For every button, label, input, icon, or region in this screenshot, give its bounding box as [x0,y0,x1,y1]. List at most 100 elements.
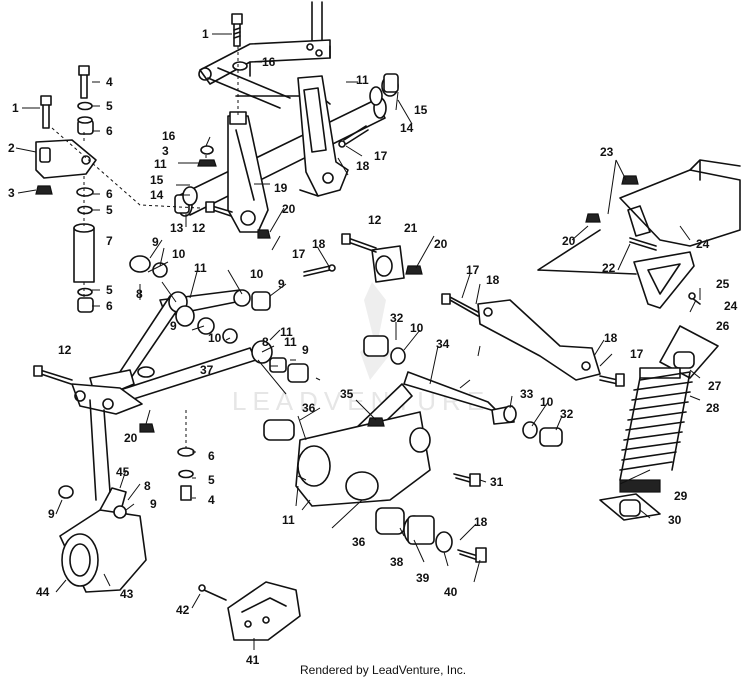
callout-20: 20 [124,431,138,445]
callout-27: 27 [708,379,722,393]
callout-24: 24 [696,237,710,251]
hub-bracket [71,383,143,501]
callout-37: 37 [200,363,214,377]
callout-21: 21 [404,221,418,235]
callout-17: 17 [630,347,644,361]
callout-5: 5 [208,473,215,487]
bolt-12-left [33,365,73,385]
callout-22: 22 [602,261,616,275]
callout-13: 13 [170,221,184,235]
callout-4: 4 [208,493,215,507]
nut-23 [621,175,639,185]
callout-29: 29 [674,489,688,503]
callout-18: 18 [312,237,326,251]
callout-labels: 1 16 4 11 1 5 15 14 6 2 16 17 3 18 11 15… [8,27,738,667]
callout-45: 45 [116,465,130,479]
pivot-block-21 [371,245,405,283]
bracket-41 [227,581,301,641]
callout-1: 1 [202,27,209,41]
callout-14: 14 [400,121,414,135]
callout-17: 17 [466,263,480,277]
washer-5-top [77,101,93,111]
callout-10: 10 [208,331,222,345]
callout-6: 6 [106,299,113,313]
callout-5: 5 [106,203,113,217]
callout-16: 16 [262,55,276,69]
bushing-6-top [77,116,94,135]
callout-3: 3 [8,186,15,200]
callout-14: 14 [150,188,164,202]
callout-2: 2 [8,141,15,155]
leader-lines [15,33,701,650]
callout-8: 8 [136,287,143,301]
nut-3-left [35,185,53,195]
swing-arm-bracket [297,75,349,197]
shock-absorber [619,351,695,517]
nut-20-left [139,423,155,433]
bolt-17-right [441,293,479,317]
callout-41: 41 [246,653,260,667]
bushing-6-low [77,297,94,313]
footer-credit: Rendered by LeadVenture, Inc. [300,663,466,677]
callout-17: 17 [374,149,388,163]
bolt-12-small [205,201,233,217]
steering-arm-2 [35,139,97,179]
callout-12: 12 [58,343,72,357]
callout-10: 10 [172,247,186,261]
callout-9: 9 [278,277,285,291]
callout-36: 36 [352,535,366,549]
callout-36: 36 [302,401,316,415]
callout-5: 5 [106,283,113,297]
washer-5-low [77,287,93,297]
bushing-14-15-right [369,73,399,106]
callout-12: 12 [368,213,382,227]
bolt-22 [629,237,657,251]
callout-15: 15 [150,173,164,187]
callout-12: 12 [192,221,206,235]
nut-20-right [585,213,601,223]
link-plate-right [477,299,601,381]
callout-39: 39 [416,571,430,585]
callout-6: 6 [106,187,113,201]
callout-18: 18 [474,515,488,529]
callout-3: 3 [162,144,169,158]
bolt-17-right-lower [599,373,625,387]
callout-9: 9 [152,235,159,249]
bushings-36-38-39-40 [375,507,487,563]
callout-16: 16 [162,129,176,143]
triangle-plate-25 [633,251,695,309]
nut-20-upper [257,229,271,239]
callout-32: 32 [560,407,574,421]
callout-31: 31 [490,475,504,489]
callout-8: 8 [262,335,269,349]
callout-9: 9 [150,497,157,511]
callout-25: 25 [716,277,730,291]
callout-32: 32 [390,311,404,325]
callout-42: 42 [176,603,190,617]
callout-9: 9 [302,343,309,357]
cross-tube [177,97,387,217]
bolt-31 [453,473,481,487]
callout-7: 7 [106,234,113,248]
bolt-12-mid [341,233,377,253]
callout-17: 17 [292,247,306,261]
callout-38: 38 [390,555,404,569]
callout-4: 4 [106,75,113,89]
callout-35: 35 [340,387,354,401]
callout-44: 44 [36,585,50,599]
callout-10: 10 [540,395,554,409]
callout-11: 11 [194,261,207,275]
shock-mount-bracket [619,159,741,247]
callout-28: 28 [706,401,720,415]
callout-18: 18 [604,331,618,345]
callout-30: 30 [668,513,682,527]
callout-23: 23 [600,145,614,159]
callout-43: 43 [120,587,134,601]
callout-24: 24 [724,299,738,313]
callout-6: 6 [208,449,215,463]
callout-11: 11 [284,335,297,349]
callout-1: 1 [12,101,19,115]
callout-34: 34 [436,337,450,351]
callout-11: 11 [280,325,293,339]
spindle-43-44 [58,485,147,593]
